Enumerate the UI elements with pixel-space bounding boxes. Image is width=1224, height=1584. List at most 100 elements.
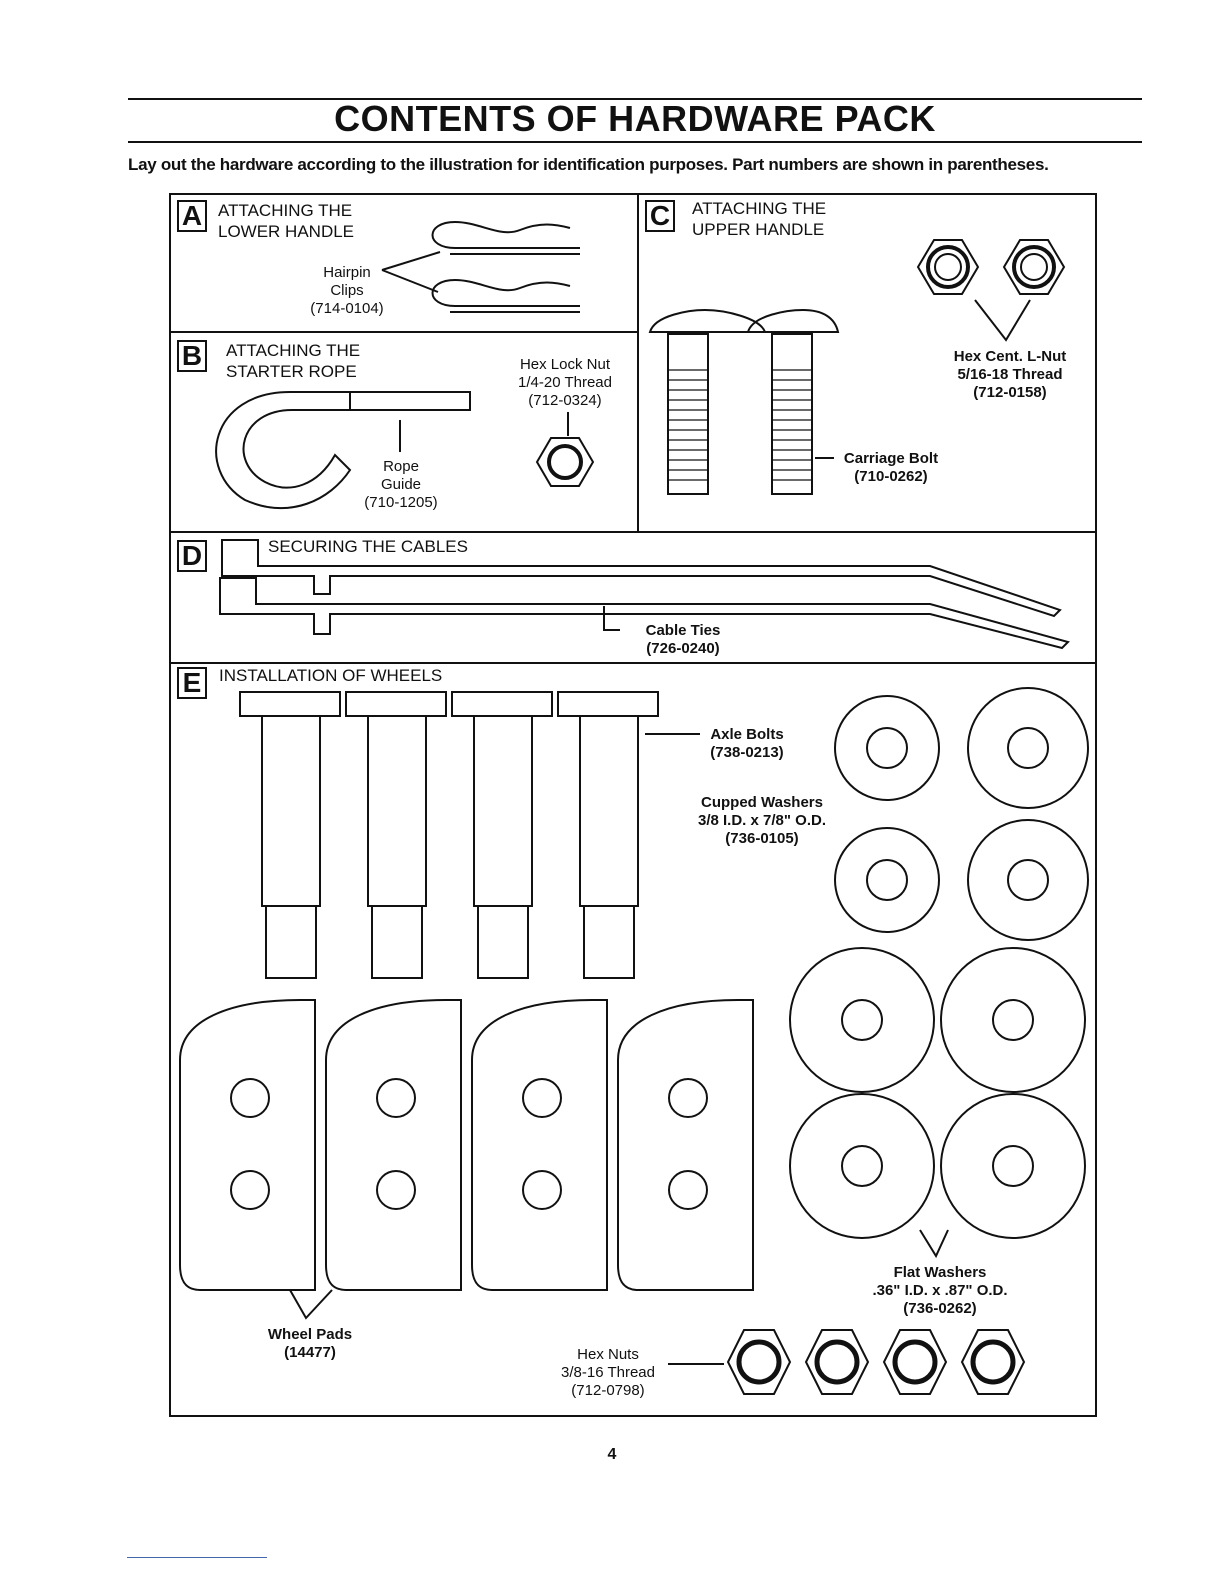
section-d-letter: D bbox=[177, 540, 207, 572]
page-number: 4 bbox=[607, 1446, 617, 1463]
hairpin-clip-top bbox=[431, 220, 580, 255]
hairpin-clips-label: Hairpin Clips (714-0104) bbox=[292, 264, 402, 318]
axle-bolts-line2: (738-0213) bbox=[710, 744, 784, 761]
cupped-washers-label: Cupped Washers 3/8 I.D. x 7/8" O.D. (736… bbox=[672, 794, 852, 848]
carriage-bolt-2 bbox=[746, 308, 840, 495]
cupped-washer-4 bbox=[967, 819, 1089, 941]
wheel-pads-arrow bbox=[289, 1289, 333, 1320]
hex-lock-nut-line2: 1/4-20 Thread bbox=[518, 374, 612, 391]
cupped-washers-line1: Cupped Washers bbox=[701, 794, 823, 811]
hairpin-arrow-2 bbox=[381, 269, 439, 293]
hex-nut-2 bbox=[804, 1329, 870, 1395]
hex-nut-3 bbox=[882, 1329, 948, 1395]
flat-washers-line2: .36" I.D. x .87" O.D. bbox=[872, 1282, 1008, 1299]
rope-guide bbox=[215, 391, 471, 509]
cable-ties-line1: Cable Ties bbox=[645, 622, 721, 639]
section-c-title-line2: UPPER HANDLE bbox=[692, 220, 825, 239]
cable-ties-arrow bbox=[603, 606, 620, 631]
flat-washer-3 bbox=[789, 1093, 935, 1239]
intro-text: Lay out the hardware according to the il… bbox=[128, 155, 1049, 174]
hex-l-nut-2 bbox=[1002, 239, 1066, 295]
carriage-bolt-1 bbox=[648, 308, 767, 495]
section-b-title-line2: STARTER ROPE bbox=[226, 362, 357, 381]
hex-lock-nut-line3: (712-0324) bbox=[528, 392, 602, 409]
rope-guide-line1: Rope bbox=[383, 458, 419, 475]
flat-washers-line1: Flat Washers bbox=[893, 1264, 987, 1281]
hex-lock-nut-b bbox=[535, 412, 595, 487]
hairpin-arrow-1 bbox=[381, 251, 441, 271]
cupped-washer-1 bbox=[834, 695, 940, 801]
axle-bolts-label: Axle Bolts (738-0213) bbox=[692, 726, 802, 762]
cable-tie-1 bbox=[221, 539, 1062, 618]
hex-l-nut-line3: (712-0158) bbox=[973, 384, 1047, 401]
wheel-pad-4 bbox=[617, 999, 754, 1291]
section-a-title: ATTACHING THE LOWER HANDLE bbox=[218, 200, 354, 242]
section-b-title: ATTACHING THE STARTER ROPE bbox=[226, 340, 360, 382]
hex-nut-1 bbox=[726, 1329, 792, 1395]
hex-nuts-label: Hex Nuts 3/8-16 Thread (712-0798) bbox=[548, 1346, 668, 1400]
cupped-washer-2 bbox=[967, 687, 1089, 809]
wheel-pad-2 bbox=[325, 999, 462, 1291]
wheel-pad-1 bbox=[179, 999, 316, 1291]
cupped-washers-line2: 3/8 I.D. x 7/8" O.D. bbox=[698, 812, 826, 829]
top-rule bbox=[128, 98, 1142, 100]
axle-bolt-2 bbox=[345, 691, 447, 979]
carriage-bolt-line1: Carriage Bolt bbox=[843, 450, 939, 467]
flat-washers-line3: (736-0262) bbox=[903, 1300, 977, 1317]
section-c-letter: C bbox=[645, 200, 675, 232]
hex-nuts-line3: (712-0798) bbox=[571, 1382, 645, 1399]
section-a-title-line1: ATTACHING THE bbox=[218, 201, 353, 220]
section-d-title: SECURING THE CABLES bbox=[268, 537, 468, 556]
rope-guide-label: Rope Guide (710-1205) bbox=[345, 458, 457, 512]
carriage-bolt-line2: (710-0262) bbox=[854, 468, 928, 485]
title-underline bbox=[128, 141, 1142, 143]
hairpin-label-line3: (714-0104) bbox=[310, 300, 384, 317]
flat-washer-4 bbox=[940, 1093, 1086, 1239]
flat-washers-arrow bbox=[919, 1229, 949, 1259]
hairpin-label-line1: Hairpin bbox=[323, 264, 371, 281]
page-title: CONTENTS OF HARDWARE PACK bbox=[334, 98, 936, 139]
l-nut-arrows bbox=[974, 299, 1031, 342]
axle-bolt-4 bbox=[557, 691, 659, 979]
rope-guide-line3: (710-1205) bbox=[364, 494, 438, 511]
flat-washer-1 bbox=[789, 947, 935, 1093]
wheel-pads-line1: Wheel Pads bbox=[267, 1326, 353, 1343]
axle-bolt-3 bbox=[451, 691, 553, 979]
hardware-frame bbox=[169, 193, 1097, 1417]
section-c-title-line1: ATTACHING THE bbox=[692, 199, 827, 218]
cable-ties-line2: (726-0240) bbox=[646, 640, 720, 657]
wheel-pad-3 bbox=[471, 999, 608, 1291]
hex-nuts-line2: 3/8-16 Thread bbox=[561, 1364, 655, 1381]
hex-l-nut-label: Hex Cent. L-Nut 5/16-18 Thread (712-0158… bbox=[935, 348, 1085, 402]
hex-nuts-line1: Hex Nuts bbox=[577, 1346, 639, 1363]
cable-ties-label: Cable Ties (726-0240) bbox=[628, 622, 738, 658]
cupped-washer-3 bbox=[834, 827, 940, 933]
wheel-pads-label: Wheel Pads (14477) bbox=[250, 1326, 370, 1362]
rope-guide-line2: Guide bbox=[380, 476, 422, 493]
hex-l-nut-line2: 5/16-18 Thread bbox=[957, 366, 1063, 383]
section-e-letter: E bbox=[177, 667, 207, 699]
axle-bolt-1 bbox=[239, 691, 341, 979]
hex-lock-nut-label: Hex Lock Nut 1/4-20 Thread (712-0324) bbox=[490, 356, 640, 410]
carriage-bolt-label: Carriage Bolt (710-0262) bbox=[836, 450, 946, 486]
section-c-title: ATTACHING THE UPPER HANDLE bbox=[692, 198, 826, 240]
section-a-letter: A bbox=[177, 200, 207, 232]
hex-lock-nut-line1: Hex Lock Nut bbox=[519, 356, 611, 373]
wheel-pads-line2: (14477) bbox=[284, 1344, 336, 1361]
footnote-rule bbox=[127, 1557, 267, 1558]
section-a-title-line2: LOWER HANDLE bbox=[218, 222, 355, 241]
hairpin-clip-bottom bbox=[431, 278, 580, 313]
cupped-washers-line3: (736-0105) bbox=[725, 830, 799, 847]
hairpin-label-line2: Clips bbox=[330, 282, 364, 299]
hex-nut-4 bbox=[960, 1329, 1026, 1395]
flat-washers-label: Flat Washers .36" I.D. x .87" O.D. (736-… bbox=[860, 1264, 1020, 1318]
cable-tie-2 bbox=[219, 577, 1070, 650]
axle-bolts-line1: Axle Bolts bbox=[710, 726, 784, 743]
flat-washer-2 bbox=[940, 947, 1086, 1093]
section-b-letter: B bbox=[177, 340, 207, 372]
hex-l-nut-1 bbox=[916, 239, 980, 295]
section-b-title-line1: ATTACHING THE bbox=[226, 341, 361, 360]
section-e-title: INSTALLATION OF WHEELS bbox=[219, 666, 443, 685]
hex-l-nut-line1: Hex Cent. L-Nut bbox=[953, 348, 1067, 365]
